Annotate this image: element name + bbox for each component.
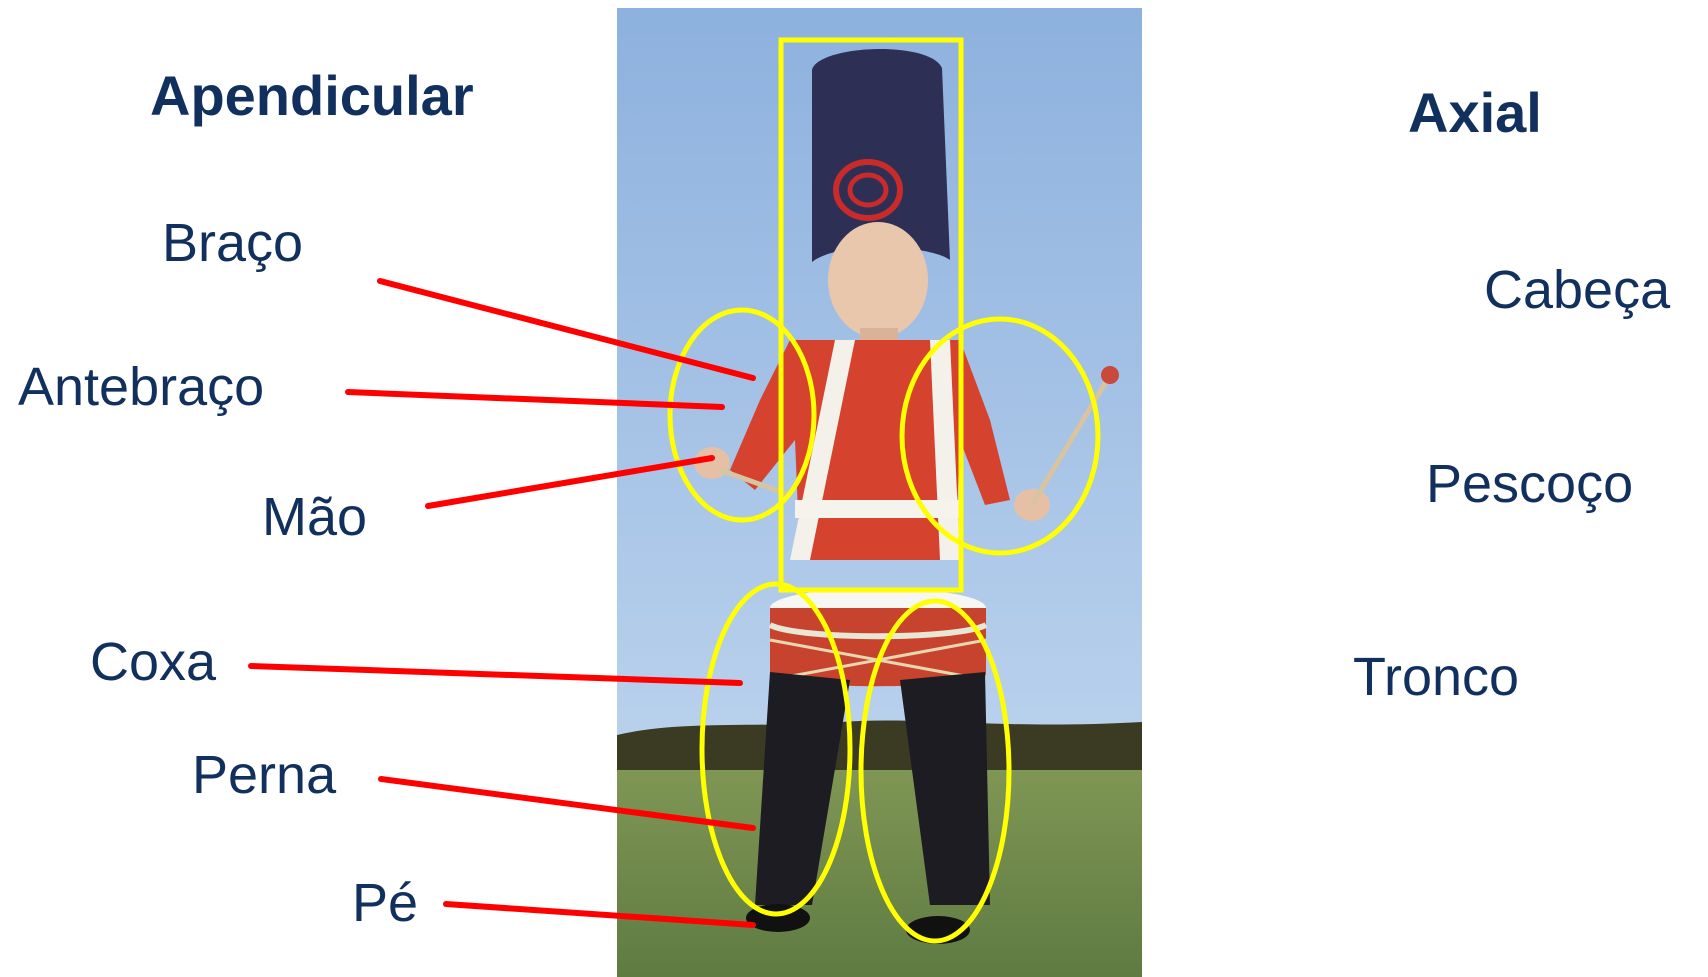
- label-mao: Mão: [262, 490, 367, 544]
- label-perna: Perna: [192, 748, 336, 802]
- photo-drumstick-tip: [1101, 366, 1119, 384]
- heading-appendicular: Apendicular: [150, 68, 474, 124]
- heading-axial: Axial: [1408, 85, 1542, 141]
- photo-hedge: [617, 720, 1142, 772]
- photo-belt: [795, 500, 960, 518]
- label-pescoco: Pescoço: [1426, 457, 1633, 511]
- label-antebraco: Antebraço: [18, 360, 264, 414]
- label-coxa: Coxa: [90, 635, 216, 689]
- label-pe: Pé: [352, 876, 418, 930]
- photo-face: [828, 222, 928, 338]
- label-braco: Braço: [162, 216, 303, 270]
- photo-grass: [617, 770, 1142, 977]
- label-tronco: Tronco: [1353, 650, 1519, 704]
- label-cabeca: Cabeça: [1484, 263, 1670, 317]
